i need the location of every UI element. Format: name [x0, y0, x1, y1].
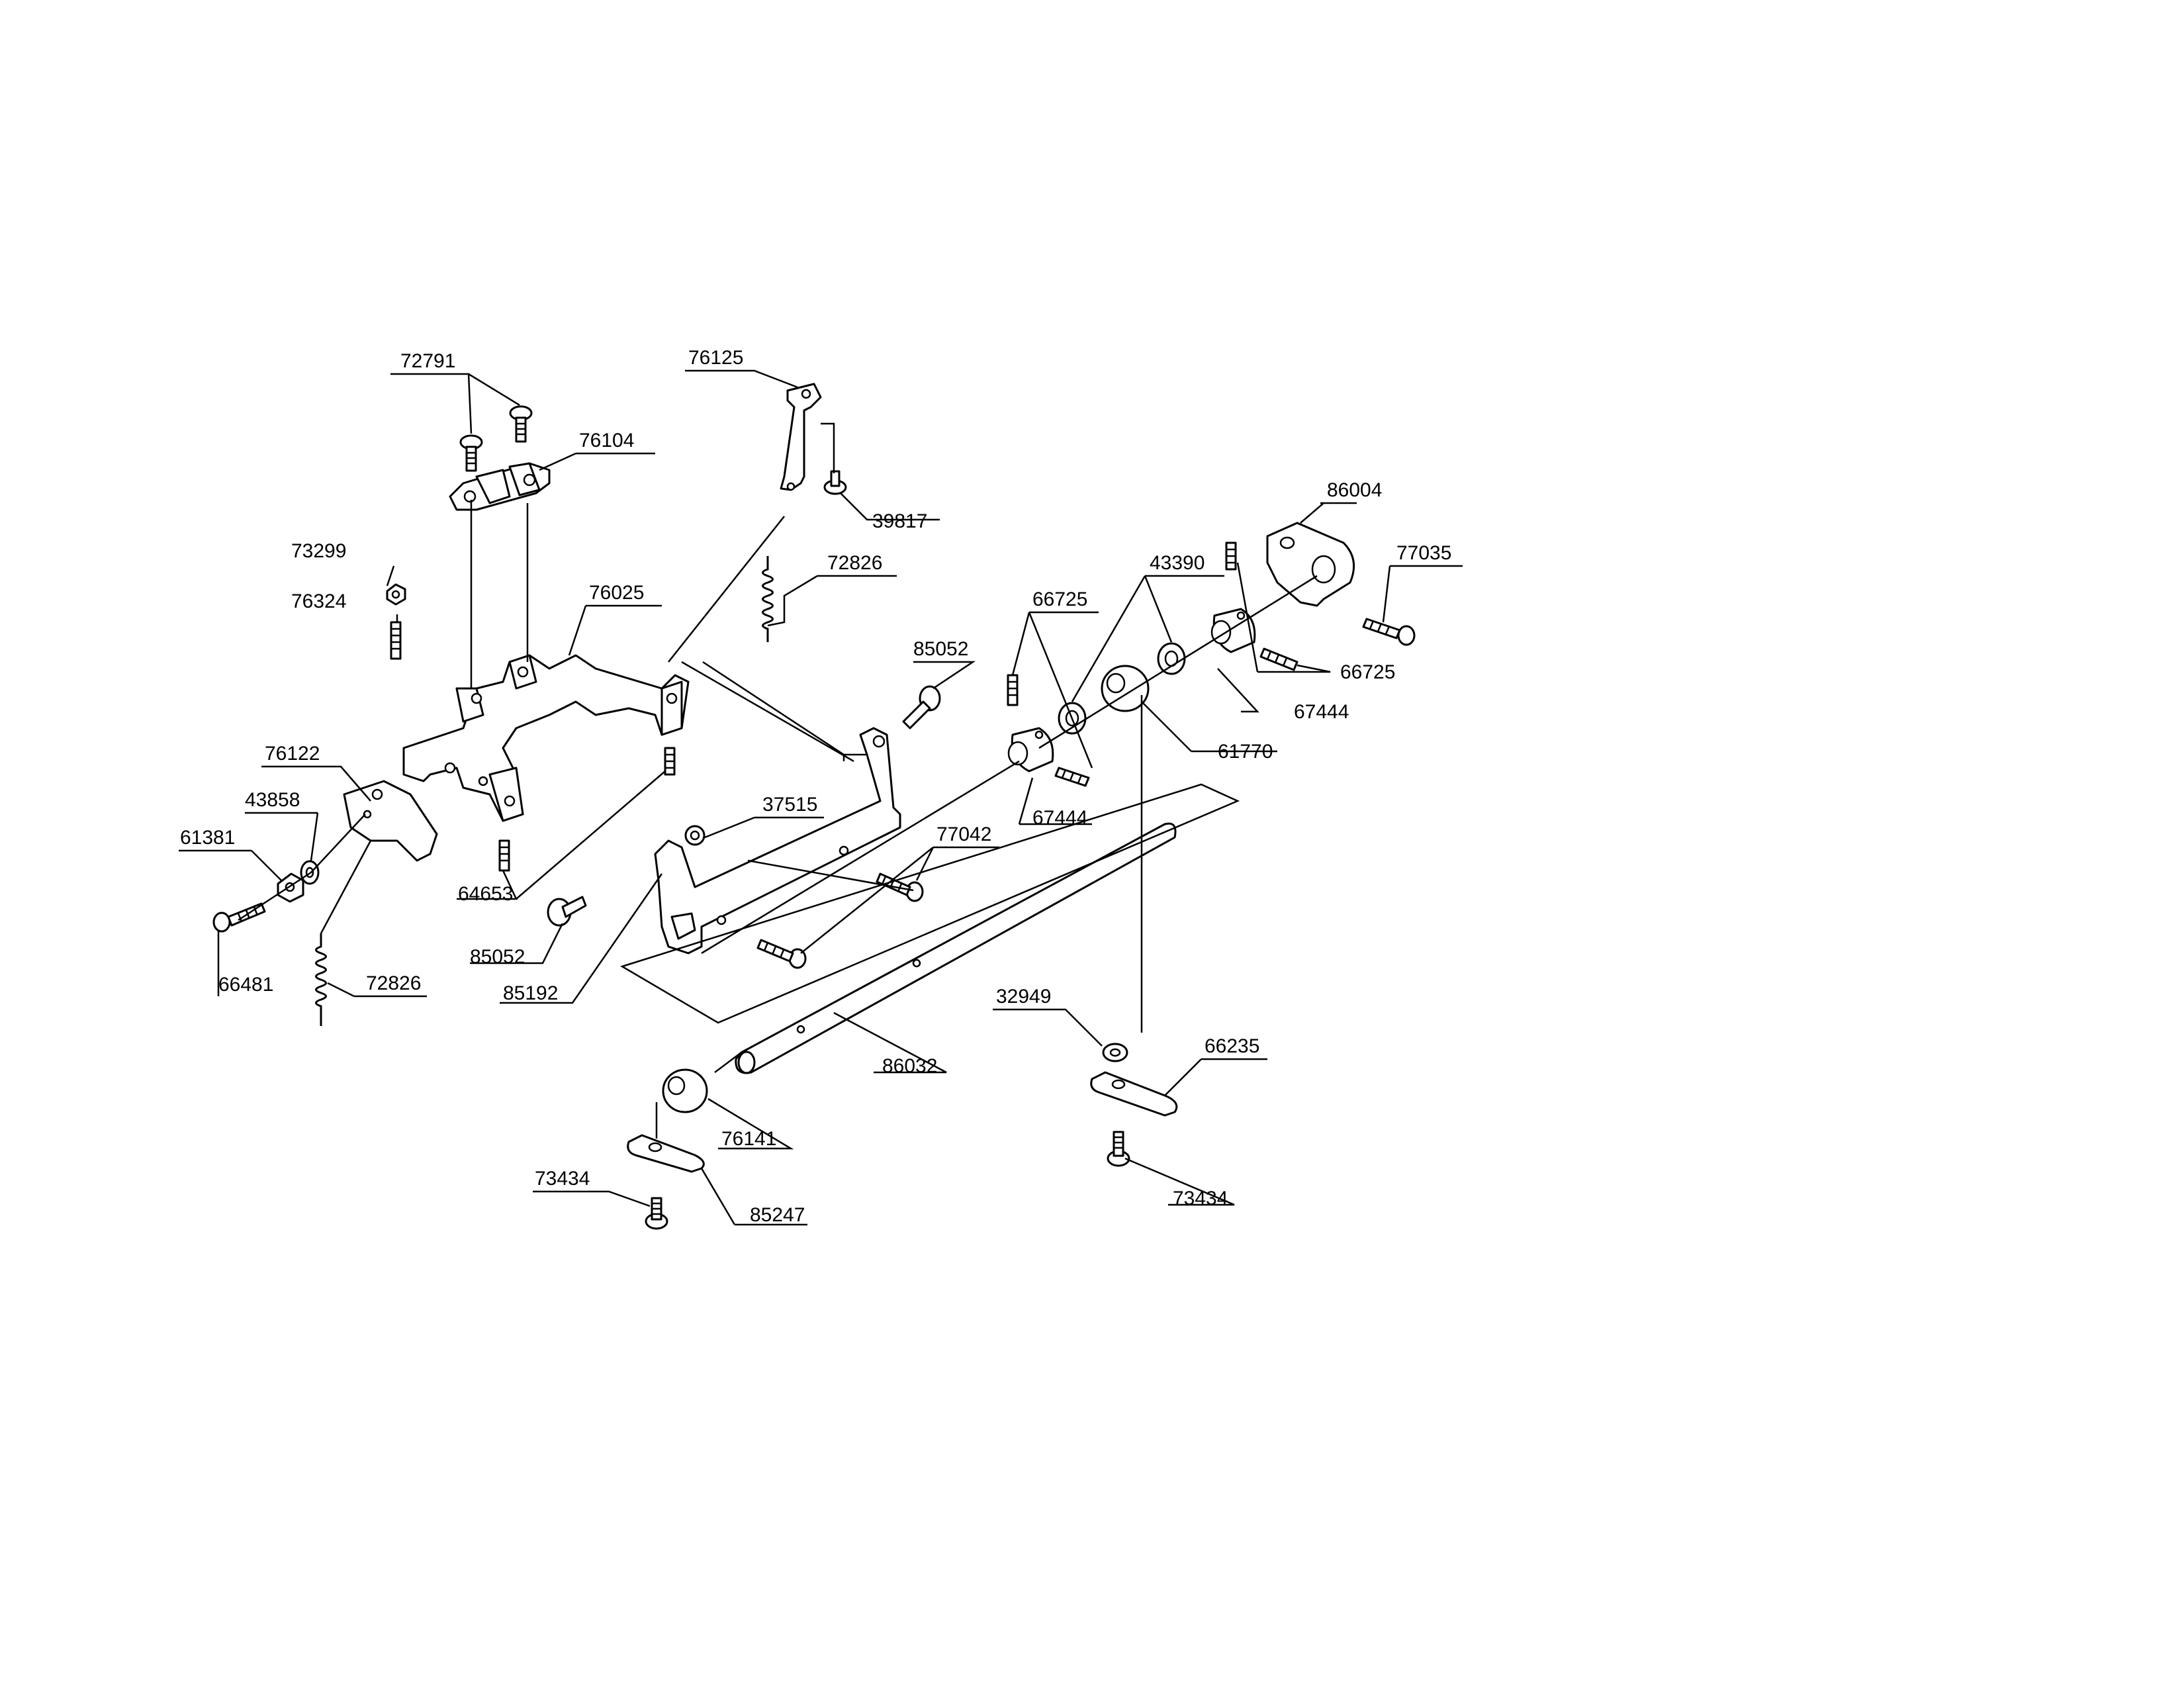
assembly-lines — [238, 500, 1318, 1139]
setscrew-66725-c — [1259, 647, 1298, 671]
callout-72791: 72791 — [400, 350, 455, 372]
screw-73434-right — [1107, 1131, 1130, 1167]
collar-67444-right — [1210, 608, 1256, 653]
callout-73299: 73299 — [291, 540, 346, 562]
setscrew-76324 — [390, 621, 402, 660]
link-85247 — [627, 1134, 705, 1173]
bracket-76104 — [449, 462, 551, 511]
callout-77035: 77035 — [1396, 542, 1451, 564]
screw-39817 — [823, 470, 847, 495]
callout-85247: 85247 — [750, 1204, 805, 1226]
callout-66725-upper: 66725 — [1032, 588, 1087, 610]
callout-76324: 76324 — [291, 590, 346, 612]
shaft-86032 — [735, 822, 1177, 1074]
leader-lines — [179, 369, 1463, 1226]
bearing-86004 — [1266, 522, 1355, 607]
callout-67444-right: 67444 — [1294, 701, 1349, 723]
callout-72826-upper: 72826 — [827, 552, 882, 574]
washer-32949 — [1102, 1043, 1128, 1062]
setscrew-66725-b — [1225, 541, 1237, 571]
screw-72791-a — [459, 434, 483, 472]
callout-39817: 39817 — [872, 510, 927, 532]
callout-85192: 85192 — [503, 982, 558, 1004]
callout-73434-right: 73434 — [1173, 1188, 1228, 1209]
callout-66481: 66481 — [218, 974, 273, 996]
callout-77042: 77042 — [936, 823, 991, 845]
callout-76125: 76125 — [688, 347, 743, 369]
ball-76141 — [662, 1068, 708, 1113]
collar-67444-left — [1007, 727, 1054, 773]
spring-72826-lower — [315, 933, 327, 1026]
callout-76122: 76122 — [265, 743, 320, 765]
setscrew-64653-b — [664, 747, 676, 776]
screw-72791-b — [509, 405, 533, 443]
callout-72826-lower: 72826 — [366, 972, 421, 994]
callout-85052-upper: 85052 — [913, 638, 968, 660]
callout-64653: 64653 — [458, 883, 513, 905]
pin-85052-upper — [902, 685, 941, 729]
callout-61770: 61770 — [1218, 741, 1273, 763]
callout-66235: 66235 — [1205, 1035, 1259, 1057]
setscrew-67444 — [1054, 767, 1090, 787]
screw-77035 — [1362, 618, 1416, 646]
screw-73434-left — [645, 1197, 668, 1230]
ball-61770 — [1101, 665, 1150, 712]
link-66235 — [1090, 1071, 1178, 1117]
screw-77042-b — [756, 939, 807, 969]
nut-73299 — [386, 583, 406, 606]
callout-labels: 72791 76125 76104 39817 86004 73299 7282… — [180, 347, 1451, 1226]
setscrew-64653-a — [498, 839, 510, 872]
callout-85052-lower: 85052 — [470, 946, 525, 968]
washer-43390-right — [1157, 642, 1186, 675]
callout-43858: 43858 — [245, 789, 300, 811]
callout-86032: 86032 — [882, 1055, 937, 1077]
plate-76122 — [343, 780, 438, 862]
setscrew-66725-a — [1007, 674, 1019, 706]
callout-73434-left: 73434 — [535, 1168, 590, 1190]
spring-72826-upper — [762, 556, 774, 642]
callout-76141: 76141 — [721, 1128, 776, 1150]
frame-76025 — [402, 654, 690, 822]
callout-61381: 61381 — [180, 827, 235, 849]
bracket-76125 — [780, 383, 822, 491]
callout-76104: 76104 — [579, 430, 634, 451]
washer-37515 — [684, 825, 705, 846]
pin-85052-lower — [547, 896, 587, 927]
callout-37515: 37515 — [762, 794, 817, 816]
callout-67444-lower: 67444 — [1032, 807, 1087, 829]
nut-61381 — [277, 872, 304, 903]
callout-43390: 43390 — [1150, 552, 1205, 574]
callout-66725-right: 66725 — [1340, 661, 1395, 683]
bracket-85192 — [654, 727, 901, 955]
callout-86004: 86004 — [1327, 479, 1382, 501]
callout-32949: 32949 — [996, 986, 1051, 1008]
callout-76025: 76025 — [589, 582, 644, 604]
